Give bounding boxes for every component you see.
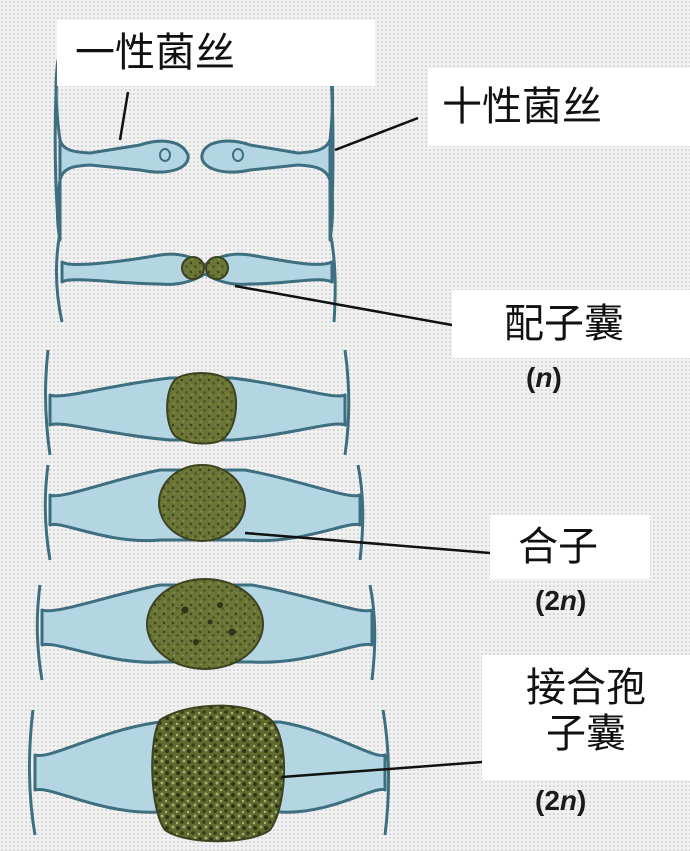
leader-zygote [245, 533, 490, 553]
gametangium-label: 配子囊 [452, 290, 690, 358]
ploidy-open: ( [526, 362, 535, 393]
plus-strain-label: 十性菌丝 [428, 68, 690, 146]
gametangium-right [206, 257, 228, 279]
zygote-label: 合子 [490, 515, 650, 579]
ploidy-n: n [560, 585, 577, 616]
fusing-gametangia [167, 373, 236, 443]
maturing-zygote [147, 579, 263, 669]
young-zygote [159, 465, 245, 541]
leader-minus-strain [120, 92, 128, 140]
ploidy-open: (2 [535, 585, 560, 616]
minus-strain-label: 一性菌丝 [57, 20, 375, 86]
leader-gametangium [235, 286, 452, 325]
zygosporangium-line2: 子囊 [482, 711, 690, 757]
zygote-ploidy: (2n) [535, 585, 586, 617]
gametangium-left [182, 257, 204, 279]
stage1-separate-progametangia [56, 60, 333, 240]
ploidy-n: n [535, 362, 552, 393]
ploidy-close: ) [577, 785, 586, 816]
ploidy-n: n [560, 785, 577, 816]
ploidy-open: (2 [535, 785, 560, 816]
zygosporangium-ploidy: (2n) [535, 785, 586, 817]
plus-hypha-stage1 [202, 60, 333, 240]
zygosporangium-line1: 接合孢 [482, 665, 690, 711]
zygosporangium-label: 接合孢 子囊 [482, 655, 690, 780]
gametangium-ploidy: (n) [526, 362, 562, 394]
ploidy-close: ) [552, 362, 561, 393]
ploidy-close: ) [577, 585, 586, 616]
zygosporangium [152, 706, 284, 842]
leader-plus-strain [335, 118, 418, 150]
